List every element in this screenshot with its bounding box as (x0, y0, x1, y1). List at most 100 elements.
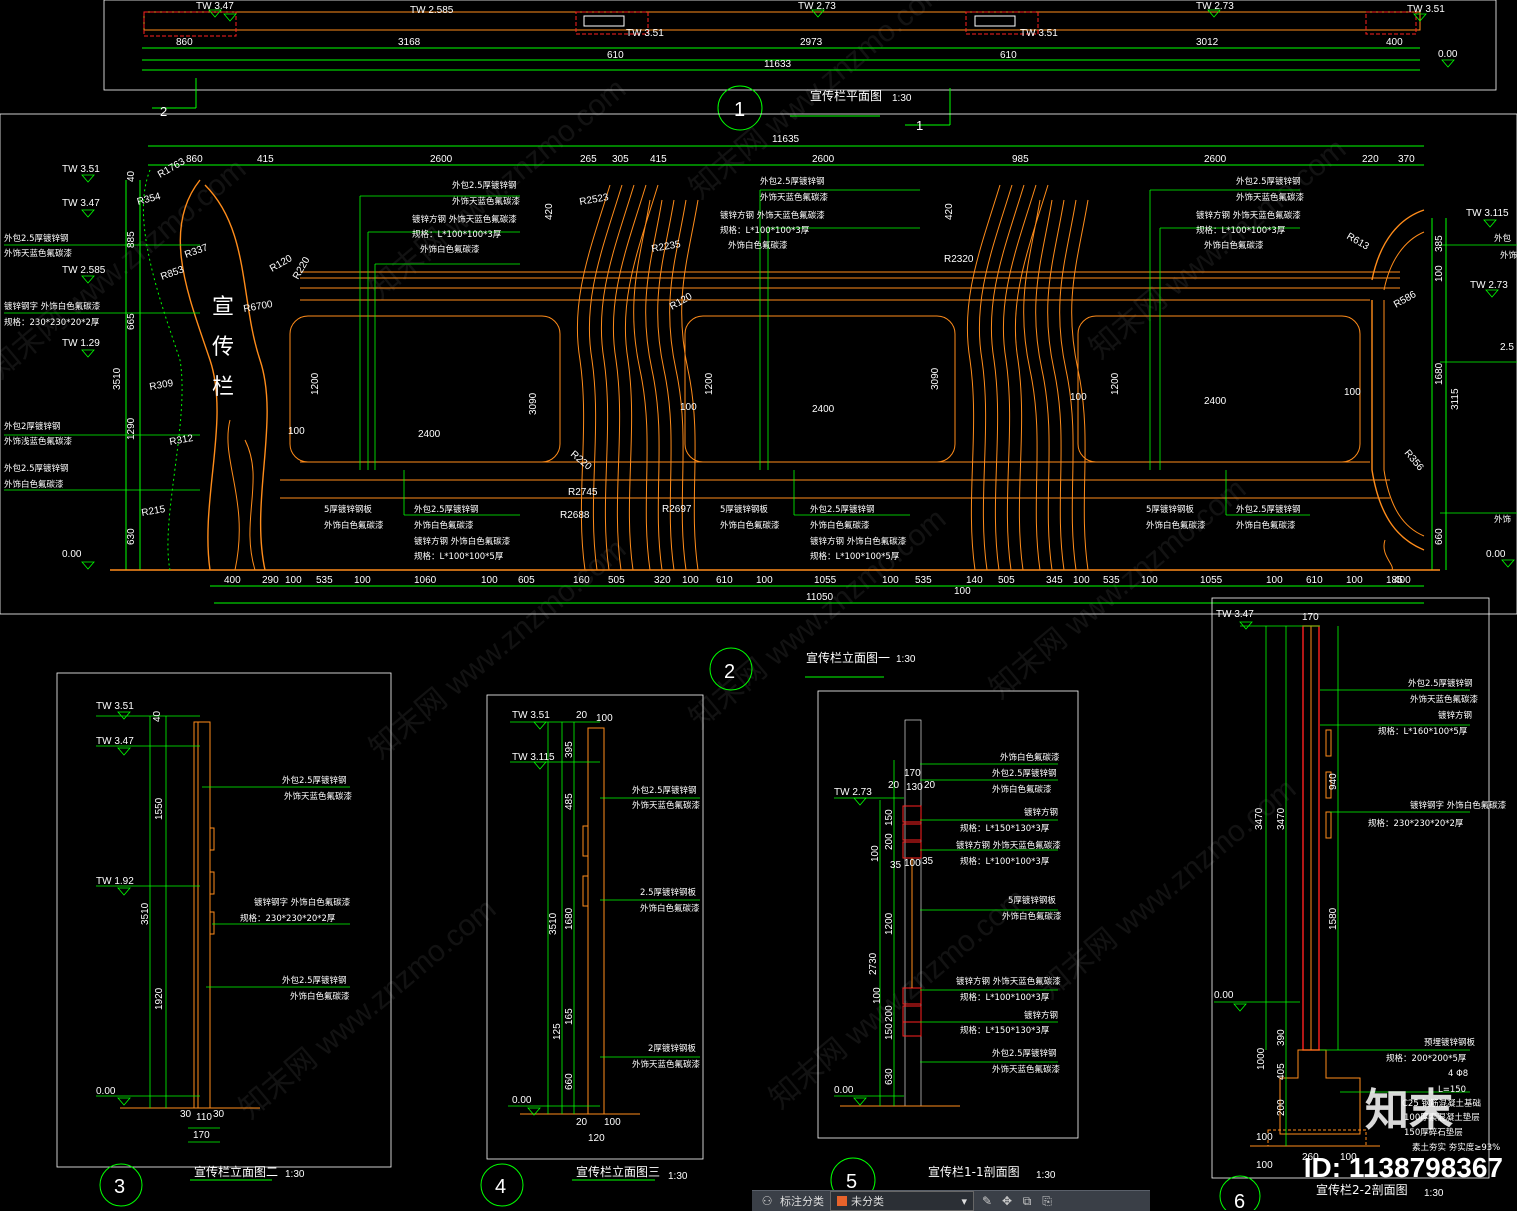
level-marker-9 (81, 349, 95, 358)
s3-bottom-2: 110 (196, 1112, 212, 1123)
elev-panel2-top-note-4: 外饰白色氟碳漆 (1204, 240, 1264, 251)
copy-icon[interactable]: ⧉ (1022, 1194, 1032, 1208)
elev-panel2-top-note-2: 镀锌方钢 外饰天蓝色氟碳漆 (1196, 210, 1301, 221)
elev-wave-top-0: 420 (544, 203, 555, 220)
elev-top-dim-1: 415 (257, 154, 274, 165)
elev-right-note-1: 外饰 (1500, 250, 1517, 261)
level-marker-6 (81, 174, 95, 183)
elev-radius-17: R2697 (662, 504, 692, 515)
plan-circle-number: 1 (734, 99, 745, 121)
s5-dim-15: 630 (884, 1068, 895, 1085)
s4-dim-1: 395 (564, 741, 575, 758)
elev-panel0-bottom-note-3: 外饰白色氟碳漆 (414, 520, 474, 531)
plan-dim-610b: 610 (1000, 50, 1017, 61)
s6-note-5: 规格：230*230*20*2厚 (1368, 818, 1464, 829)
s3-note-3: 镀锌钢字 外饰白色氟碳漆 (254, 897, 351, 908)
s3-level-3: TW 1.92 (96, 876, 134, 887)
level-marker-21 (853, 797, 867, 806)
elev-sign-char-0: 宣 (212, 294, 234, 319)
elev-panel0-top-note-1: 外饰天蓝色氟碳漆 (452, 196, 521, 207)
s4-circle-number: 4 (495, 1176, 506, 1198)
elev-radius-16: R2688 (560, 510, 590, 521)
elev-panel-height-2: 1200 (1110, 372, 1121, 395)
elev-right-curve-bottom-2 (1383, 300, 1425, 537)
s5-title: 宣传栏1-1剖面图 (928, 1164, 1020, 1179)
s4-dim-3: 3510 (548, 912, 559, 935)
waves1-stroke-1 (588, 184, 623, 571)
s6-note-3: 规格：L*160*100*5厚 (1378, 726, 1468, 737)
section-3-labels: TW 3.51 TW 3.47 TW 1.92 0.00 40 1550 351… (96, 701, 353, 1198)
elev-top-dim-7: 985 (1012, 154, 1029, 165)
s5-note-2: 外饰白色氟碳漆 (992, 784, 1052, 795)
watermark-text-7: 知末网 www.znzmo.com (233, 892, 502, 1125)
level-marker-4 (1413, 13, 1427, 22)
s3-dim-3: 3510 (140, 902, 151, 925)
section-3-letter-3 (209, 911, 215, 935)
s4-level-1: TW 3.51 (512, 710, 550, 721)
level-marker-11 (1483, 219, 1497, 228)
elev-bottom-dim-15: 100 (882, 575, 899, 586)
s4-note-2: 外饰天蓝色氟碳漆 (632, 800, 701, 811)
elev-panel-height-1: 1200 (704, 372, 715, 395)
waves2-stroke-b-3 (1059, 199, 1077, 571)
elev-right-flame (1383, 539, 1393, 571)
s3-bottom-4: 170 (193, 1130, 210, 1141)
category-select[interactable]: 未分类 ▾ (830, 1191, 974, 1211)
elev-right-level-1: TW 2.73 (1470, 280, 1508, 291)
elev-panel2-bottom-note-1: 外饰白色氟碳漆 (1146, 520, 1206, 531)
plan-post-1-inner (583, 15, 625, 27)
elev-left-dim-2: 665 (126, 313, 137, 330)
elev-panel0-bottom-note-4: 镀锌方钢 外饰白色氟碳漆 (414, 536, 511, 547)
s6-note-12: 150厚碎石垫层 (1404, 1127, 1463, 1138)
elev-radius-7: R309 (149, 378, 175, 393)
s4-title: 宣传栏立面图三 (576, 1164, 660, 1179)
elev-panel-inset-0: 100 (288, 426, 305, 437)
s5-note-3: 镀锌方钢 (1024, 807, 1058, 818)
toolbar-label: 标注分类 (780, 1195, 824, 1208)
section-3-letter-1 (209, 827, 215, 851)
elev-right-note-2: 外饰 (1494, 514, 1512, 525)
elev-panel0-top-note-4: 外饰白色氟碳漆 (420, 244, 480, 255)
elev-right-curve-bottom (1371, 300, 1425, 551)
s6-note-7: 规格：200*200*5厚 (1386, 1053, 1467, 1064)
elev-bottom-dim-14: 1055 (814, 575, 837, 586)
elev-bottom-dim-26: 100 (1346, 575, 1363, 586)
s5-dim-8: 100 (904, 858, 921, 869)
brush-icon[interactable]: ✎ (981, 1194, 993, 1208)
elev-radius-5: R120 (268, 253, 295, 275)
s3-note-4: 规格：230*230*20*2厚 (240, 913, 336, 924)
section-5-tube-6 (902, 1021, 922, 1037)
waves2-stroke-b-4 (1071, 199, 1089, 571)
plan-dim-3012: 3012 (1196, 37, 1219, 48)
elev-right-note-0: 外包 (1494, 233, 1512, 244)
s6-circle-number: 6 (1234, 1191, 1245, 1210)
s5-dim-5: 200 (884, 833, 895, 850)
paste-icon[interactable]: ⎘ (1042, 1194, 1052, 1208)
s3-bottom-3: 30 (213, 1109, 225, 1120)
elev-radius-8: R312 (169, 433, 195, 448)
elev-bottom-dim-16: 535 (915, 575, 932, 586)
elev-panel2-bottom-note-2: 外包2.5厚镀锌钢 (1236, 504, 1301, 515)
elev-bottom-dim-3: 535 (316, 575, 333, 586)
section-6-tube-3 (1325, 811, 1332, 839)
elev-right-dim-3: 3115 (1450, 388, 1461, 410)
move-icon[interactable]: ✥ (1001, 1194, 1013, 1208)
elev-left-note-7: 外饰白色氟碳漆 (4, 479, 64, 490)
elevation-view (0, 113, 1517, 691)
plan-scale: 1:30 (892, 93, 912, 104)
elev-bottom-dim-18: 505 (998, 575, 1015, 586)
elev-bottom-extra: 100 (954, 586, 971, 597)
plan-end-right (1365, 11, 1417, 35)
elev-left-dim-3: 1290 (126, 417, 137, 440)
s5-scale: 1:30 (1036, 1170, 1056, 1181)
section-6-tube-2 (1325, 771, 1332, 799)
section-6-frame (1211, 597, 1490, 1179)
elev-panel1-top-note-1: 外饰天蓝色氟碳漆 (760, 192, 829, 203)
elev-panel-1 (289, 315, 561, 463)
layers-icon[interactable]: ⚇ (761, 1194, 773, 1208)
elev-radius-9: R215 (141, 504, 167, 519)
level-marker-15 (117, 747, 131, 756)
s6-note-13: 素土夯实 夯实度≥93% (1412, 1142, 1500, 1153)
s5-note-13: 外包2.5厚镀锌钢 (992, 1048, 1057, 1059)
